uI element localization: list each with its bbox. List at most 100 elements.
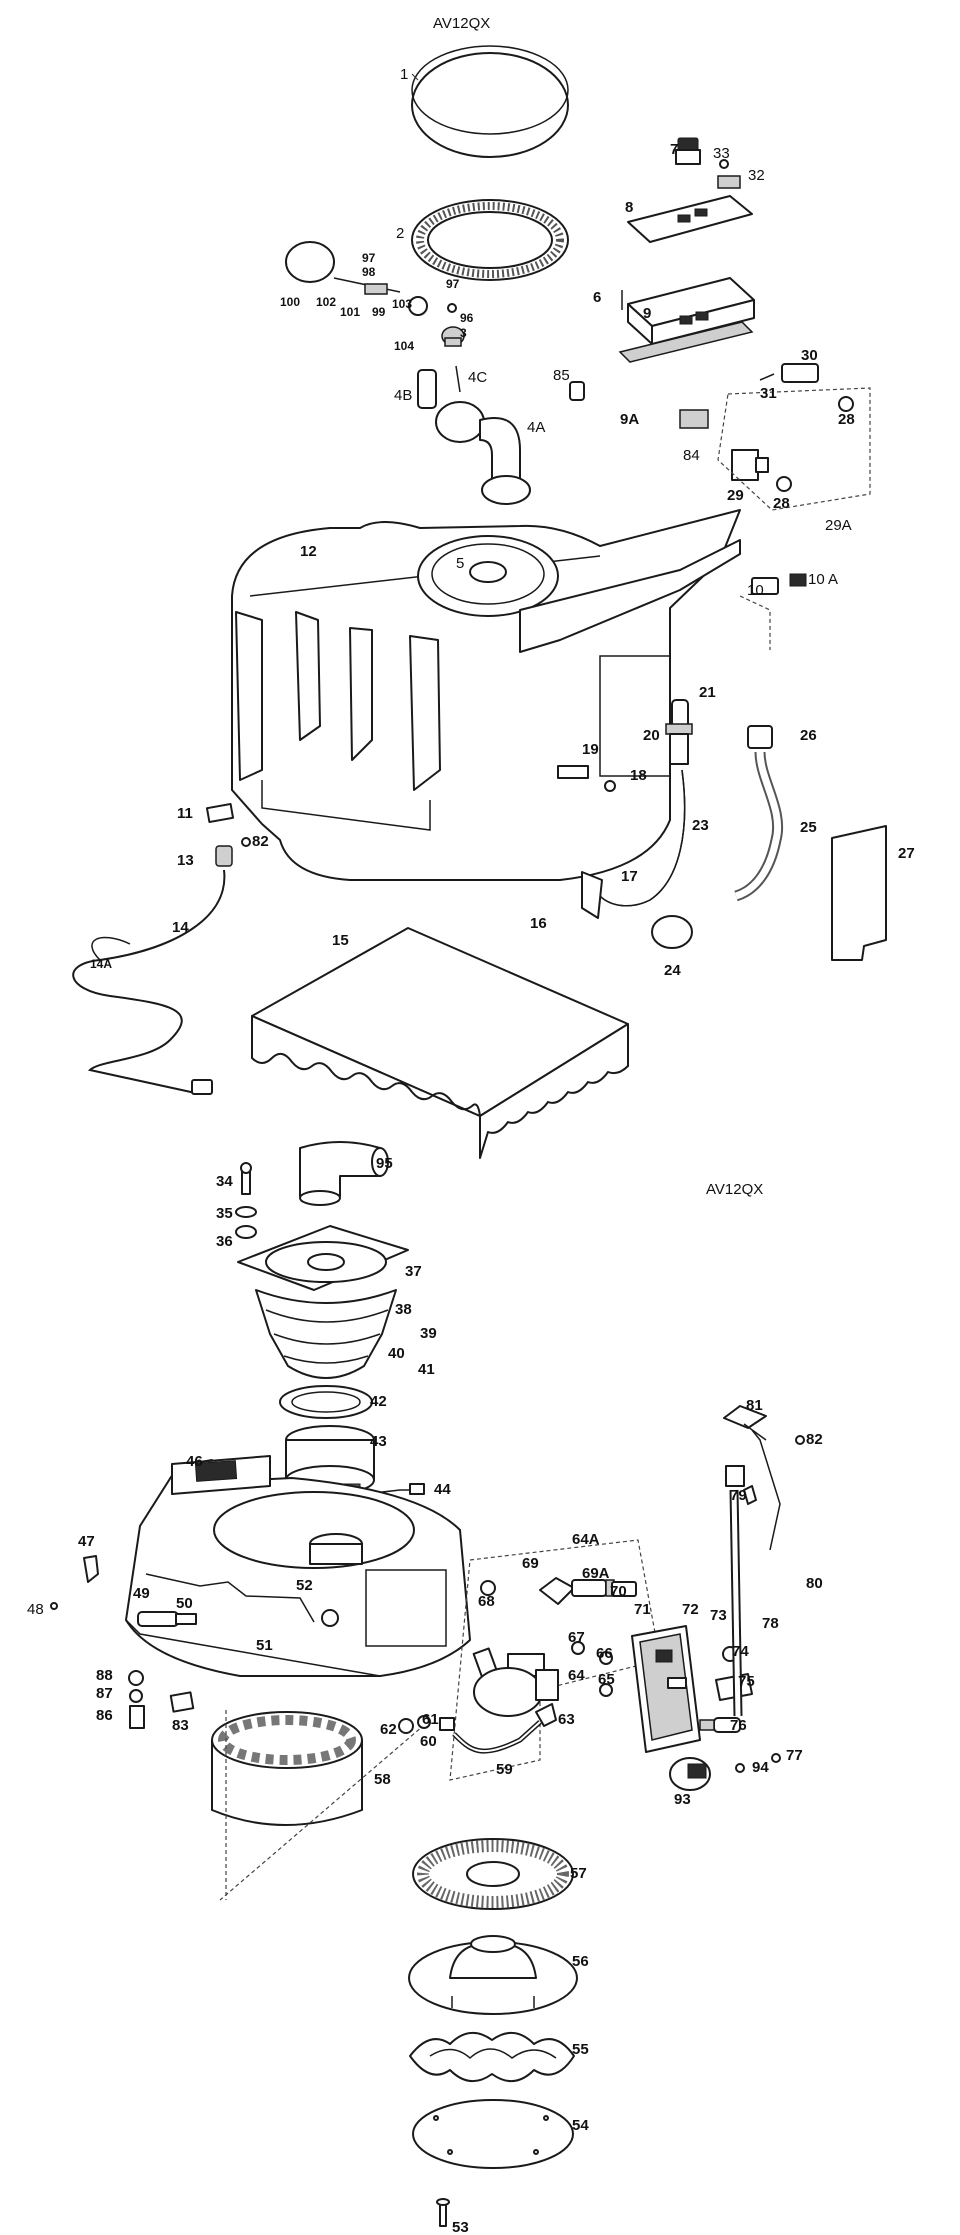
label-28b: 28: [773, 495, 790, 512]
label-42: 42: [370, 1393, 387, 1410]
label-12: 12: [300, 543, 317, 560]
label-31: 31: [760, 385, 777, 402]
label-102: 102: [316, 295, 336, 309]
label-11: 11: [177, 805, 193, 822]
label-84: 84: [683, 447, 700, 464]
label-65: 65: [598, 1671, 615, 1688]
label-24: 24: [664, 962, 681, 979]
label-18: 18: [630, 767, 647, 784]
part-58-filter: [211, 1711, 363, 1826]
label-61: 61: [422, 1711, 439, 1728]
label-63: 63: [558, 1711, 575, 1728]
part-1-lid: [411, 45, 569, 158]
label-73: 73: [710, 1607, 727, 1624]
label-78: 78: [762, 1615, 779, 1632]
part-15-pad: [251, 927, 629, 1159]
label-44: 44: [434, 1481, 451, 1498]
label-10: 10: [747, 582, 764, 599]
label-6: 6: [593, 289, 601, 306]
label-76: 76: [730, 1717, 747, 1734]
label-34: 34: [216, 1173, 233, 1190]
label-15: 15: [332, 932, 349, 949]
label-20: 20: [643, 727, 660, 744]
label-104: 104: [394, 339, 414, 353]
label-39: 39: [420, 1325, 437, 1342]
label-82a: 82: [252, 833, 269, 850]
label-9: 9: [643, 305, 651, 322]
label-69: 69: [522, 1555, 539, 1572]
label-60: 60: [420, 1733, 437, 1750]
title-top: AV12QX: [433, 15, 490, 32]
label-25: 25: [800, 819, 817, 836]
motor-cover-assembly: [235, 1141, 409, 1379]
label-43: 43: [370, 1433, 387, 1450]
label-21: 21: [699, 684, 716, 701]
label-5: 5: [456, 555, 464, 572]
label-14A: 14A: [90, 957, 112, 971]
pump-assembly: [398, 1539, 661, 1781]
label-56: 56: [572, 1953, 589, 1970]
label-75: 75: [738, 1673, 755, 1690]
label-59: 59: [496, 1761, 513, 1778]
label-88: 88: [96, 1667, 113, 1684]
label-64: 64: [568, 1667, 585, 1684]
label-1: 1: [400, 66, 408, 83]
label-46: 46: [186, 1453, 203, 1470]
part-4-inlet: [417, 365, 531, 505]
label-53: 53: [452, 2219, 469, 2235]
label-50: 50: [176, 1595, 193, 1612]
label-77: 77: [786, 1747, 803, 1764]
label-57: 57: [570, 1865, 587, 1882]
label-83: 83: [172, 1717, 189, 1734]
label-72: 72: [682, 1601, 699, 1618]
label-36: 36: [216, 1233, 233, 1250]
label-40: 40: [388, 1345, 405, 1362]
label-94: 94: [752, 1759, 769, 1776]
label-28a: 28: [838, 411, 855, 428]
label-3: 3: [460, 326, 467, 340]
label-99: 99: [372, 305, 386, 319]
label-97a: 97: [362, 251, 376, 265]
label-55: 55: [572, 2041, 589, 2058]
label-82b: 82: [806, 1431, 823, 1448]
label-66: 66: [596, 1645, 613, 1662]
label-33: 33: [713, 145, 730, 162]
label-93: 93: [674, 1791, 691, 1808]
label-14: 14: [172, 919, 189, 936]
power-cord: [72, 803, 251, 1095]
hose-assembly: [557, 699, 887, 961]
float-assembly: [285, 241, 465, 347]
label-13: 13: [177, 852, 194, 869]
label-67: 67: [568, 1629, 585, 1646]
label-100: 100: [280, 295, 300, 309]
label-74: 74: [732, 1643, 749, 1660]
label-62: 62: [380, 1721, 397, 1738]
label-79: 79: [730, 1487, 747, 1504]
label-87: 87: [96, 1685, 113, 1702]
drain-fittings: [128, 1670, 195, 1729]
label-80: 80: [806, 1575, 823, 1592]
label-16: 16: [530, 915, 547, 932]
label-98: 98: [362, 265, 376, 279]
label-81: 81: [746, 1397, 763, 1414]
label-30: 30: [801, 347, 818, 364]
control-assembly: [569, 137, 871, 595]
label-96: 96: [460, 311, 474, 325]
label-101: 101: [340, 305, 360, 319]
label-9A: 9A: [620, 411, 639, 428]
label-86: 86: [96, 1707, 113, 1724]
label-47: 47: [78, 1533, 95, 1550]
label-4A: 4A: [527, 419, 545, 436]
label-35: 35: [216, 1205, 233, 1222]
label-103: 103: [392, 297, 412, 311]
label-29A: 29A: [825, 517, 852, 534]
label-23: 23: [692, 817, 709, 834]
label-27: 27: [898, 845, 915, 862]
label-64A: 64A: [572, 1531, 600, 1548]
label-49: 49: [133, 1585, 150, 1602]
label-52: 52: [296, 1577, 313, 1594]
label-26: 26: [800, 727, 817, 744]
control-panel-assembly: [631, 1405, 805, 1791]
label-41: 41: [418, 1361, 435, 1378]
